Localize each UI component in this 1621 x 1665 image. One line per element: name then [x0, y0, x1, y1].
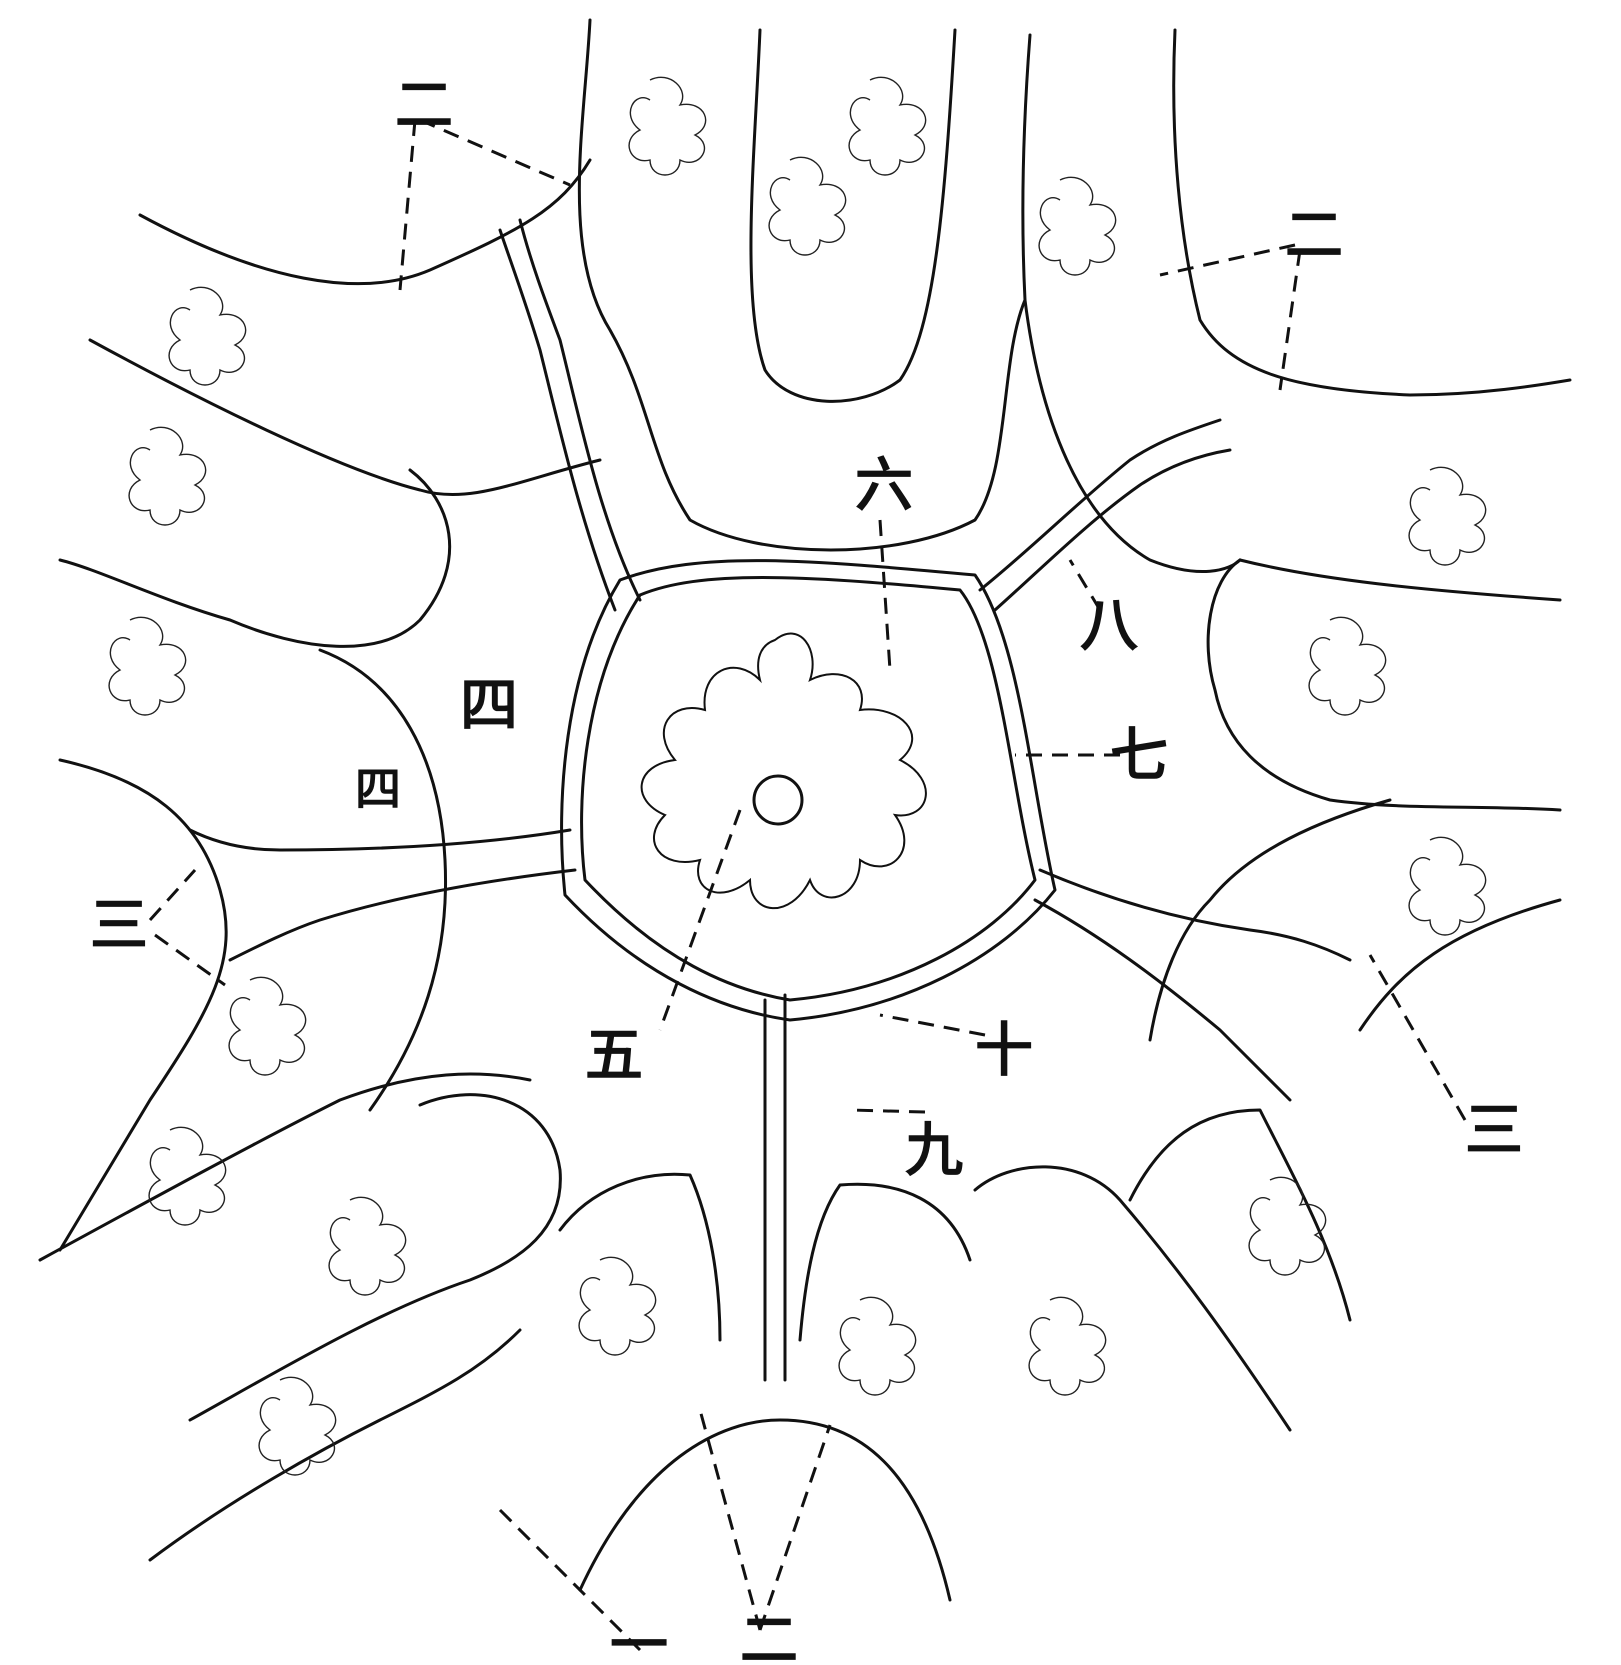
label-eight: 八 — [1080, 591, 1139, 659]
labels: 二 二 三 三 四 四 五 六 七 八 九 十 二 一 — [90, 71, 1523, 1665]
label-five: 五 — [585, 1021, 643, 1089]
label-two-bottom: 二 — [740, 1606, 798, 1665]
label-one-bottom: 一 — [610, 1611, 668, 1665]
center-chamber — [562, 561, 1055, 1020]
label-three-left: 三 — [90, 891, 148, 959]
label-seven: 七 — [1110, 721, 1168, 789]
label-four-large: 四 — [460, 671, 518, 739]
gland-textures — [109, 77, 1486, 1475]
label-nine: 九 — [905, 1116, 963, 1184]
label-four-small: 四 — [355, 762, 401, 816]
label-six: 六 — [855, 451, 913, 519]
label-three-right: 三 — [1465, 1096, 1523, 1164]
label-ten: 十 — [975, 1016, 1033, 1084]
label-two-top-left: 二 — [395, 71, 453, 139]
label-two-top-right: 二 — [1285, 201, 1343, 269]
